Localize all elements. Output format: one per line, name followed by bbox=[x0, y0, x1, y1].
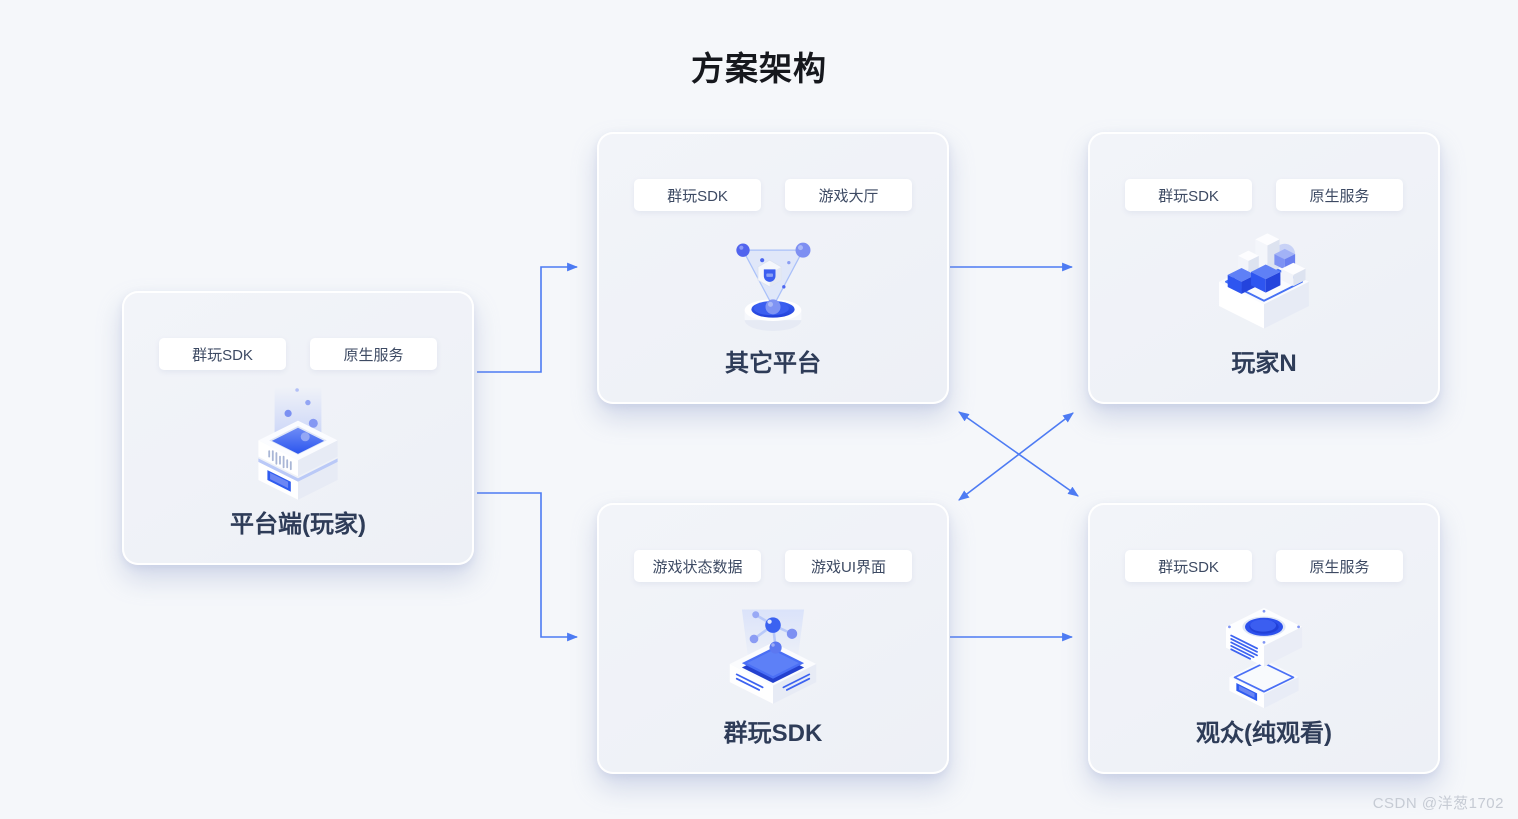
molecule-pedestal-icon bbox=[721, 582, 825, 772]
tag-row: 游戏状态数据 游戏UI界面 bbox=[634, 550, 912, 582]
card-other-platform: 群玩SDK 游戏大厅 bbox=[597, 132, 949, 404]
server-stack-icon bbox=[244, 370, 352, 563]
tag-chip: 游戏状态数据 bbox=[634, 550, 761, 582]
card-title: 其它平台 bbox=[725, 350, 821, 377]
tag-row: 群玩SDK 游戏大厅 bbox=[634, 179, 912, 211]
edge-other-platform-audience-两way bbox=[958, 411, 1079, 497]
tag-chip: 群玩SDK bbox=[1125, 179, 1252, 211]
card-qunwan-sdk: 游戏状态数据 游戏UI界面 bbox=[597, 503, 949, 774]
tag-row: 群玩SDK 原生服务 bbox=[159, 338, 437, 370]
card-platform-player: 群玩SDK 原生服务 bbox=[122, 291, 474, 565]
tag-chip: 群玩SDK bbox=[1125, 550, 1252, 582]
tag-row: 群玩SDK 原生服务 bbox=[1125, 550, 1403, 582]
tag-chip: 群玩SDK bbox=[634, 179, 761, 211]
edge-platform-to-other-platform bbox=[477, 262, 579, 373]
card-title: 观众(纯观看) bbox=[1196, 720, 1332, 747]
tag-row: 群玩SDK 原生服务 bbox=[1125, 179, 1403, 211]
network-funnel-icon bbox=[723, 211, 823, 402]
watermark: CSDN @洋葱1702 bbox=[1372, 795, 1504, 812]
tag-chip: 群玩SDK bbox=[159, 338, 286, 370]
card-audience: 群玩SDK 原生服务 bbox=[1088, 503, 1440, 774]
tag-chip: 原生服务 bbox=[310, 338, 437, 370]
tag-chip: 原生服务 bbox=[1276, 179, 1403, 211]
tag-chip: 游戏UI界面 bbox=[785, 550, 912, 582]
tag-chip: 原生服务 bbox=[1276, 550, 1403, 582]
edge-platform-to-sdk bbox=[477, 492, 579, 642]
card-player-n: 群玩SDK 原生服务 玩家N bbox=[1088, 132, 1440, 404]
viewer-stack-icon bbox=[1212, 582, 1316, 772]
page-title: 方案架构 bbox=[691, 50, 827, 87]
blocks-cube-icon bbox=[1212, 211, 1316, 402]
tag-chip: 游戏大厅 bbox=[785, 179, 912, 211]
card-title: 群玩SDK bbox=[723, 720, 823, 747]
card-title: 平台端(玩家) bbox=[230, 511, 366, 538]
edge-sdk-player-n-two-way bbox=[958, 412, 1074, 501]
card-title: 玩家N bbox=[1231, 350, 1297, 377]
